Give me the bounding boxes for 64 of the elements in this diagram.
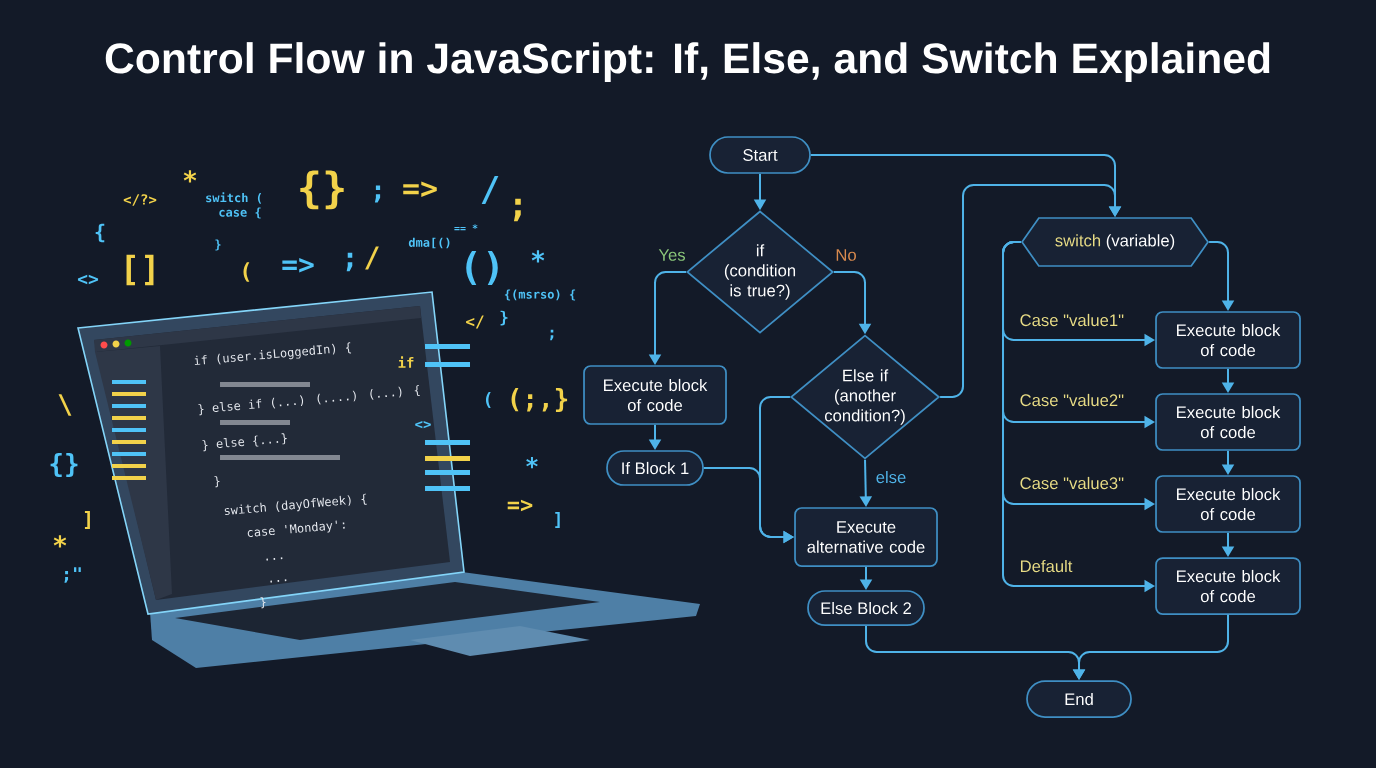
- switch-hexagon: switch (variable): [1020, 217, 1210, 267]
- code-symbol: *: [526, 457, 538, 469]
- edge-label: else: [876, 470, 906, 484]
- code-symbol: }: [215, 239, 221, 251]
- code-symbol: ;: [346, 252, 353, 272]
- code-symbol: {: [95, 223, 105, 243]
- code-symbol: {}: [50, 453, 78, 477]
- code-line: } else if (...) (....) (...) {: [198, 385, 420, 416]
- code-symbol: /: [365, 246, 379, 270]
- code-symbol: \: [58, 394, 72, 416]
- process-box: Execute block of code: [583, 365, 727, 425]
- code-symbol: []: [126, 254, 154, 286]
- code-symbol: </: [466, 315, 484, 329]
- edge-label: Case "value2": [1020, 393, 1124, 407]
- code-symbol: =>: [403, 181, 437, 198]
- title: Control Flow in JavaScript: If, Else, and Switch Explained: [105, 42, 1270, 82]
- code-symbol: switch (: [206, 192, 262, 204]
- code-symbol: == *: [454, 224, 478, 231]
- code-symbol: /: [481, 176, 499, 204]
- code-symbol: }: [500, 310, 508, 326]
- code-symbol: </?>: [123, 194, 157, 206]
- code-symbol: *: [53, 535, 67, 548]
- code-symbol: (: [243, 262, 250, 282]
- code-symbol: *: [531, 250, 545, 263]
- code-symbol: ;: [550, 329, 554, 341]
- code-symbol: {(msrso) {: [504, 289, 576, 301]
- code-symbol: case {: [219, 207, 261, 219]
- edge-label: Case "value3": [1020, 476, 1124, 490]
- process-box: Execute block of code: [1155, 557, 1301, 615]
- edge-label: Case "value1": [1020, 313, 1124, 327]
- code-line: ...: [270, 579, 287, 583]
- process-box: Execute block of code: [1155, 475, 1301, 533]
- code-line: ...: [266, 557, 283, 561]
- terminal-pill: Else Block 2: [807, 590, 925, 626]
- code-symbol: =>: [507, 499, 533, 512]
- code-symbol: if: [398, 356, 414, 368]
- code-symbol: <>: [415, 421, 431, 429]
- code-symbol: ;: [513, 198, 521, 222]
- code-symbol: =>: [282, 257, 314, 273]
- code-symbol: *: [183, 170, 197, 183]
- code-symbol: dma[(): [408, 237, 450, 249]
- code-symbol: ]: [555, 512, 560, 529]
- code-line: case 'Monday':: [247, 520, 345, 537]
- edge-label: Yes: [658, 249, 685, 261]
- code-symbol: (: [485, 392, 491, 409]
- terminal-pill: If Block 1: [606, 450, 704, 486]
- process-box: Execute block of code: [1155, 311, 1301, 369]
- edge-label: No: [836, 249, 856, 261]
- terminal-pill: Start: [709, 136, 811, 174]
- code-symbol: {}: [300, 170, 344, 210]
- process-box: Execute alternative code: [794, 507, 938, 567]
- code-symbol: ]: [84, 511, 90, 529]
- code-symbol: ;: [374, 185, 381, 203]
- process-box: Execute block of code: [1155, 393, 1301, 451]
- code-line: }: [214, 476, 220, 488]
- code-line: switch (dayOfWeek) {: [224, 493, 367, 516]
- edge-label: Default: [1020, 559, 1073, 573]
- code-symbol: (;,}: [511, 388, 568, 412]
- code-line: }: [260, 597, 266, 609]
- code-symbol: <>: [77, 274, 99, 285]
- code-symbol: (): [466, 251, 498, 285]
- code-line: } else {...}: [202, 433, 287, 452]
- code-symbol: ;": [64, 567, 81, 583]
- terminal-pill: End: [1026, 680, 1132, 718]
